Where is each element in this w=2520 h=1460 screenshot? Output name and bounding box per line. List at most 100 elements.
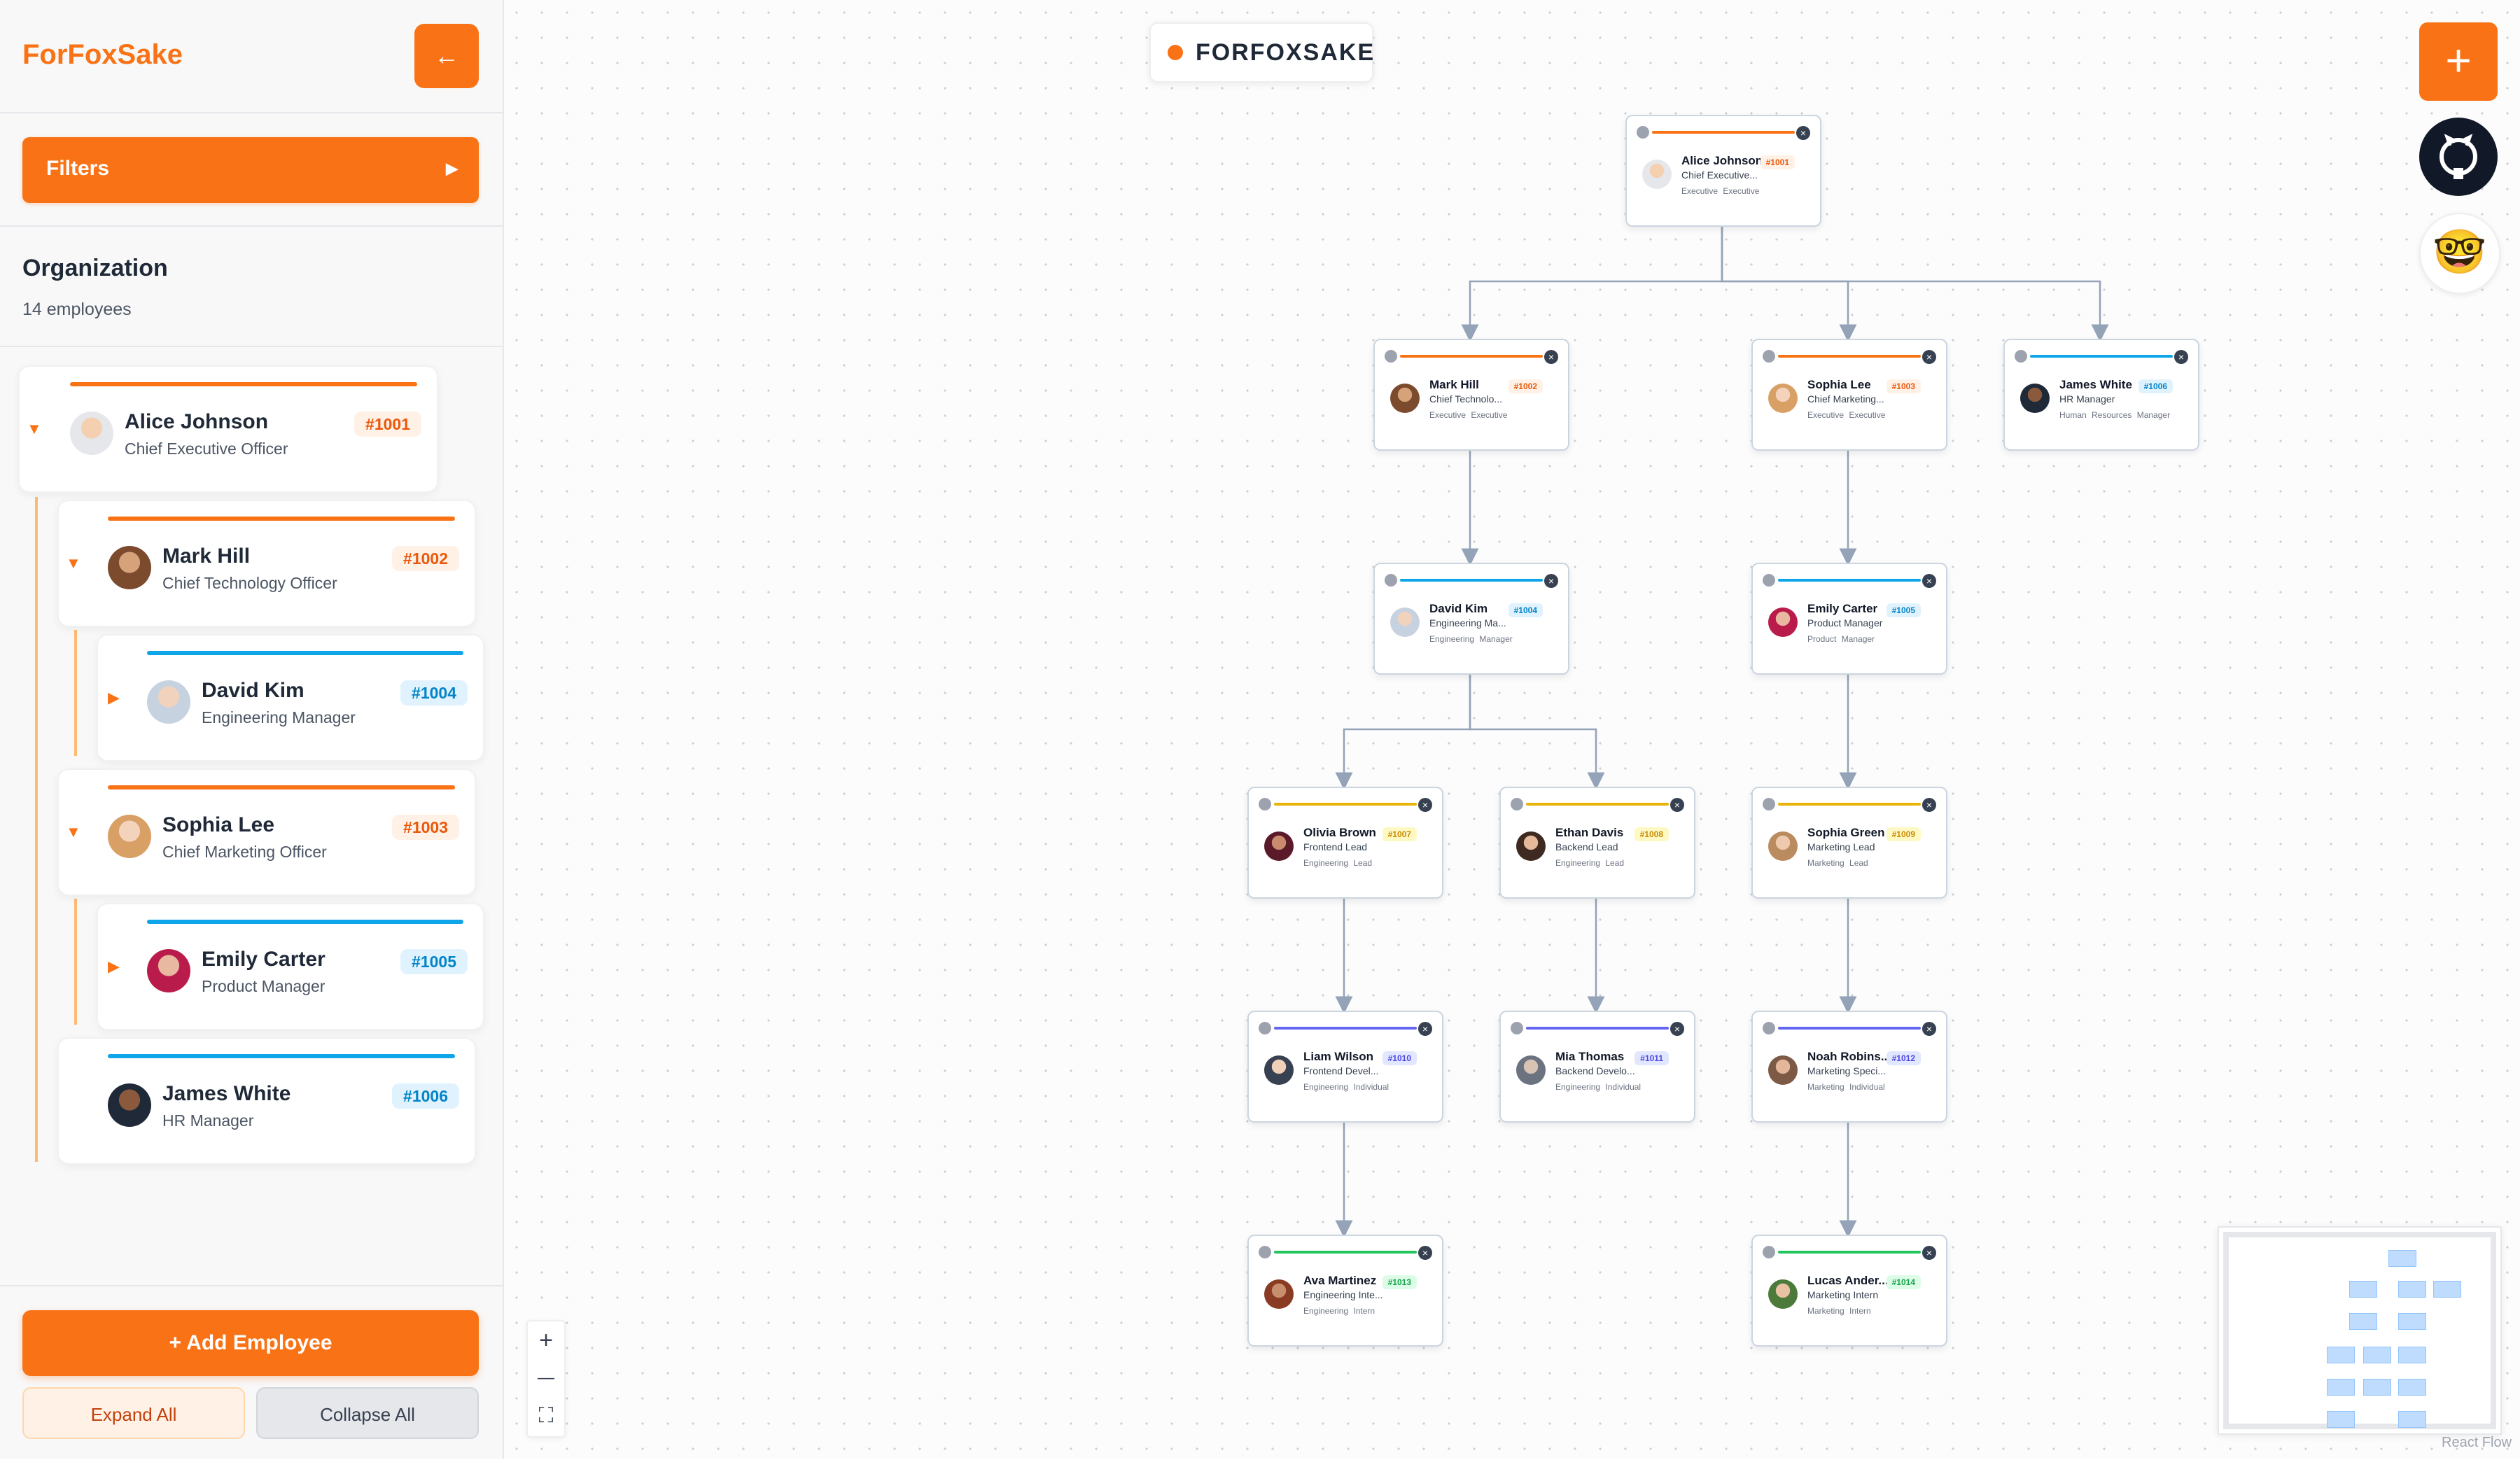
sidebar-footer: + Add Employee Expand All Collapse All (0, 1285, 503, 1460)
delete-node-icon[interactable]: × (1418, 798, 1432, 812)
expand-toggle-icon[interactable]: ▶ (108, 957, 120, 975)
org-node[interactable]: × Liam Wilson Frontend Devel... Engineer… (1247, 1011, 1443, 1123)
org-node[interactable]: × Mia Thomas Backend Develo... Engineeri… (1499, 1011, 1695, 1123)
connection-handle[interactable] (2015, 350, 2027, 363)
tree-item-employee[interactable]: ▼ Sophia Lee Chief Marketing Officer #10… (57, 768, 476, 896)
org-node[interactable]: × David Kim Engineering Ma... Engineerin… (1373, 563, 1569, 675)
add-employee-button[interactable]: + Add Employee (22, 1310, 479, 1376)
minimap-node (2398, 1347, 2426, 1363)
employee-name: Sophia Lee (162, 813, 275, 836)
tree-item-employee[interactable]: ▶ David Kim Engineering Manager #1004 (97, 634, 484, 761)
minimap-node (2327, 1379, 2355, 1396)
tree-connector (35, 497, 38, 1162)
org-node[interactable]: × Sophia Green Marketing Lead Marketing … (1751, 787, 1947, 899)
sidebar: ForFoxSake ← Filters ▶ Organization 14 e… (0, 0, 504, 1459)
connection-handle[interactable] (1763, 574, 1775, 587)
node-accent-bar (1526, 803, 1669, 806)
connection-handle[interactable] (1259, 1246, 1271, 1258)
node-accent-bar (1778, 1251, 1921, 1254)
node-title: Backend Lead (1555, 841, 1618, 852)
avatar (147, 949, 190, 992)
connection-handle[interactable] (1511, 798, 1523, 810)
expand-toggle-icon[interactable]: ▼ (27, 420, 42, 437)
employee-name: Mark Hill (162, 545, 251, 568)
github-button[interactable] (2419, 118, 2498, 196)
node-accent-bar (1652, 131, 1795, 134)
org-node[interactable]: × Lucas Ander... Marketing Intern Market… (1751, 1235, 1947, 1347)
zoom-in-button[interactable]: + (539, 1327, 553, 1354)
node-id-badge: #1001 (1760, 155, 1795, 169)
employee-id-badge: #1004 (400, 680, 468, 706)
employee-id-badge: #1001 (354, 412, 421, 437)
collapse-all-button[interactable]: Collapse All (256, 1387, 479, 1439)
filters-section: Filters ▶ (0, 113, 503, 227)
connection-handle[interactable] (1763, 1246, 1775, 1258)
org-node[interactable]: × Sophia Lee Chief Marketing... Executiv… (1751, 339, 1947, 451)
tree-item-employee[interactable]: ▼ Mark Hill Chief Technology Officer #10… (57, 500, 476, 627)
employee-id-badge: #1002 (392, 546, 459, 571)
avatar (1768, 384, 1798, 413)
node-accent-bar (1778, 1027, 1921, 1030)
tree-item-employee[interactable]: ▶ Emily Carter Product Manager #1005 (97, 903, 484, 1030)
delete-node-icon[interactable]: × (1670, 798, 1684, 812)
node-accent-bar (1778, 579, 1921, 582)
delete-node-icon[interactable]: × (1670, 1022, 1684, 1036)
delete-node-icon[interactable]: × (1922, 574, 1936, 588)
delete-node-icon[interactable]: × (1544, 574, 1558, 588)
org-node[interactable]: × Ethan Davis Backend Lead Engineering L… (1499, 787, 1695, 899)
org-node[interactable]: × Ava Martinez Engineering Inte... Engin… (1247, 1235, 1443, 1347)
add-node-button[interactable]: + (2419, 22, 2498, 101)
connection-handle[interactable] (1259, 798, 1271, 810)
minimap[interactable] (2218, 1226, 2502, 1435)
org-node[interactable]: × Emily Carter Product Manager Product M… (1751, 563, 1947, 675)
nerd-face-icon[interactable]: 🤓 (2419, 213, 2500, 294)
delete-node-icon[interactable]: × (2174, 350, 2188, 364)
connection-handle[interactable] (1763, 1022, 1775, 1034)
node-accent-bar (1778, 355, 1921, 358)
node-id-badge: #1014 (1886, 1275, 1921, 1289)
connection-handle[interactable] (1385, 574, 1397, 587)
org-node[interactable]: × James White HR Manager Human Resources… (2003, 339, 2199, 451)
connection-handle[interactable] (1385, 350, 1397, 363)
delete-node-icon[interactable]: × (1796, 126, 1810, 140)
minimap-node (2349, 1313, 2377, 1330)
tree-item-employee[interactable]: ▼ Alice Johnson Chief Executive Officer … (18, 365, 438, 493)
fit-view-button[interactable]: ⛶ (538, 1404, 554, 1427)
delete-node-icon[interactable]: × (1544, 350, 1558, 364)
delete-node-icon[interactable]: × (1922, 1022, 1936, 1036)
connection-handle[interactable] (1763, 350, 1775, 363)
avatar (1264, 1055, 1294, 1085)
employee-name: James White (162, 1082, 291, 1105)
minimap-node (2363, 1379, 2391, 1396)
connection-handle[interactable] (1637, 126, 1649, 139)
org-node[interactable]: × Mark Hill Chief Technolo... Executive … (1373, 339, 1569, 451)
connection-handle[interactable] (1259, 1022, 1271, 1034)
node-id-badge: #1012 (1886, 1051, 1921, 1065)
filters-button[interactable]: Filters ▶ (22, 137, 479, 203)
expand-all-button[interactable]: Expand All (22, 1387, 245, 1439)
brand-dot-icon (1168, 45, 1183, 60)
expand-toggle-icon[interactable]: ▼ (66, 823, 81, 841)
tree-item-employee[interactable]: James White HR Manager #1006 (57, 1037, 476, 1165)
node-tags: Engineering Individual (1303, 1082, 1390, 1092)
node-tags: Engineering Manager (1429, 634, 1513, 644)
delete-node-icon[interactable]: × (1418, 1246, 1432, 1260)
react-flow-attribution[interactable]: React Flow (2442, 1435, 2512, 1450)
connection-handle[interactable] (1763, 798, 1775, 810)
zoom-out-button[interactable]: — (538, 1368, 554, 1387)
expand-toggle-icon[interactable]: ▼ (66, 554, 81, 572)
org-node[interactable]: × Alice Johnson Chief Executive... Execu… (1625, 115, 1821, 227)
org-node[interactable]: × Olivia Brown Frontend Lead Engineering… (1247, 787, 1443, 899)
node-title: Marketing Speci... (1807, 1065, 1886, 1076)
employee-title: Chief Marketing Officer (162, 843, 327, 861)
minimap-node (2398, 1411, 2426, 1428)
connection-handle[interactable] (1511, 1022, 1523, 1034)
delete-node-icon[interactable]: × (1418, 1022, 1432, 1036)
delete-node-icon[interactable]: × (1922, 1246, 1936, 1260)
delete-node-icon[interactable]: × (1922, 798, 1936, 812)
collapse-sidebar-button[interactable]: ← (414, 24, 479, 88)
org-node[interactable]: × Noah Robins... Marketing Speci... Mark… (1751, 1011, 1947, 1123)
node-tags: Engineering Individual (1555, 1082, 1642, 1092)
delete-node-icon[interactable]: × (1922, 350, 1936, 364)
expand-toggle-icon[interactable]: ▶ (108, 689, 120, 706)
